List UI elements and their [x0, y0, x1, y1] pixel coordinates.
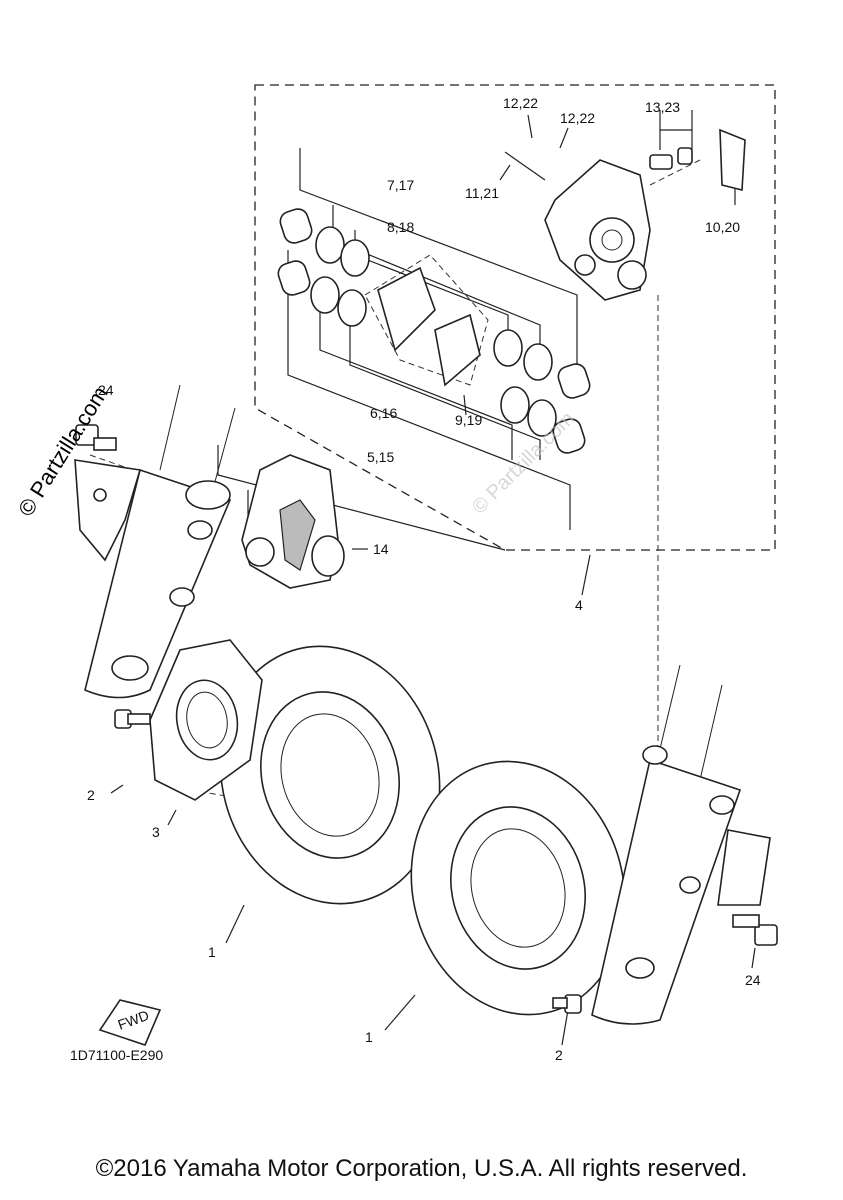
callout-2-left: 2	[87, 787, 95, 803]
brake-pads	[364, 254, 489, 387]
pistons-and-seals	[277, 208, 591, 454]
sensor-rotor-3	[149, 639, 263, 801]
caliper-14	[241, 454, 345, 589]
callout-2-right: 2	[555, 1047, 563, 1063]
callout-1-right: 1	[365, 1029, 373, 1045]
callout-6-16: 6,16	[370, 405, 397, 421]
callout-13-23: 13,23	[645, 99, 680, 115]
callout-8-18: 8,18	[387, 219, 414, 235]
left-fork-leg	[74, 384, 236, 699]
callout-14: 14	[373, 541, 389, 557]
right-fork-leg	[591, 664, 771, 1025]
callout-5-15: 5,15	[367, 449, 394, 465]
callout-7-17: 7,17	[387, 177, 414, 193]
caliper-body-exploded	[504, 128, 746, 301]
callout-11-21: 11,21	[465, 185, 499, 201]
callout-3: 3	[152, 824, 160, 840]
bolt-24-right	[732, 914, 778, 946]
bolt-2-left	[114, 709, 151, 729]
brake-disc-right	[410, 760, 626, 1016]
bolt-2-right	[552, 994, 582, 1014]
callout-12-22-right: 12,22	[560, 110, 595, 126]
callout-4: 4	[575, 597, 583, 613]
watermark-faint: © Partzilla.com	[468, 408, 579, 519]
copyright-notice: ©2016 Yamaha Motor Corporation, U.S.A. A…	[95, 1155, 748, 1182]
callout-1-left: 1	[208, 944, 216, 960]
fwd-arrow: FWD	[98, 999, 162, 1046]
callout-24-left: 24	[98, 382, 114, 398]
callout-labels: 12,22 12,22 13,23 7,17 11,21 8,18 10,20 …	[87, 95, 761, 1063]
caliper-assembly-boundary	[254, 84, 776, 551]
callout-24-right: 24	[745, 972, 761, 988]
leader-lines	[110, 110, 756, 1046]
bolt-24-left	[75, 424, 117, 451]
callout-12-22-left: 12,22	[503, 95, 538, 111]
callout-10-20: 10,20	[705, 219, 740, 235]
diagram-code: 1D71100-E290	[70, 1047, 163, 1063]
callout-9-19: 9,19	[455, 412, 482, 428]
brake-disc-left	[219, 645, 441, 905]
